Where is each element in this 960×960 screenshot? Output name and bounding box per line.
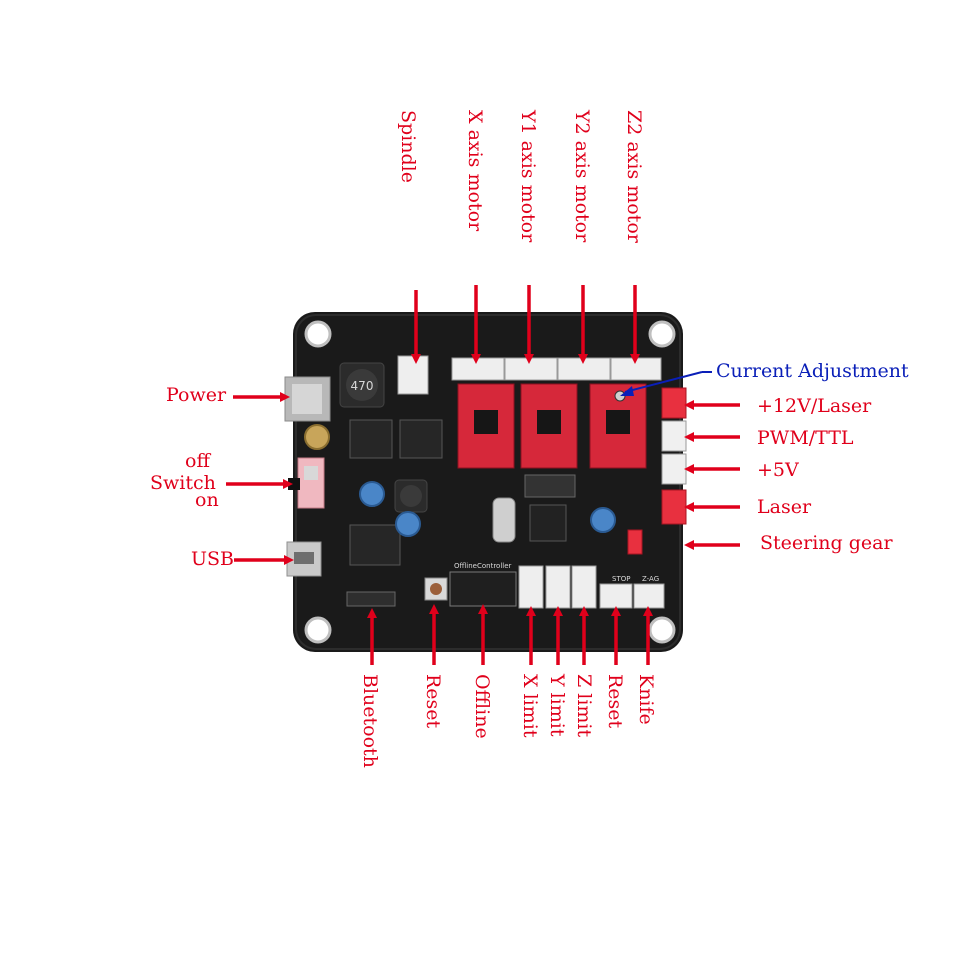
mcu-chip bbox=[529, 504, 567, 542]
label-12v-laser: +12V/Laser bbox=[757, 395, 872, 417]
capacitor-3 bbox=[395, 511, 421, 537]
inductor-2 bbox=[394, 479, 428, 513]
usb-port bbox=[286, 541, 322, 577]
stepper-drivers bbox=[457, 383, 647, 469]
label-laser: Laser bbox=[757, 496, 812, 518]
label-knife: Knife bbox=[635, 674, 657, 725]
label-on: on bbox=[195, 489, 219, 511]
mount-hole-tr bbox=[648, 320, 676, 348]
label-usb: USB bbox=[191, 548, 234, 570]
label-current-adjustment: Current Adjustment bbox=[716, 360, 909, 382]
label-x-limit: X limit bbox=[519, 674, 541, 738]
label-power: Power bbox=[166, 384, 227, 406]
label-spindle: Spindle bbox=[397, 110, 419, 183]
bluetooth-header bbox=[346, 591, 396, 607]
right-connectors bbox=[627, 387, 687, 555]
current-adjustment-pointer bbox=[624, 371, 712, 393]
current-adjustment-arrowhead bbox=[620, 386, 634, 396]
label-switch: Switch bbox=[150, 472, 216, 494]
power-jack bbox=[284, 376, 331, 422]
label-y1-axis-motor: Y1 axis motor bbox=[517, 110, 539, 243]
label-reset-2: Reset bbox=[604, 674, 626, 729]
capacitor-2 bbox=[359, 481, 385, 507]
capacitor-4 bbox=[590, 507, 616, 533]
offline-header-text: OfflineController bbox=[454, 562, 512, 570]
power-switch bbox=[288, 457, 325, 509]
arrowheads bbox=[280, 354, 694, 618]
label-steering-gear: Steering gear bbox=[760, 532, 893, 554]
label-off: off bbox=[185, 450, 210, 472]
capacitor-1 bbox=[304, 424, 330, 450]
mount-hole-bl bbox=[304, 616, 332, 644]
mount-hole-tl bbox=[304, 320, 332, 348]
z-ag-text: Z-AG bbox=[642, 575, 659, 583]
offline-header bbox=[449, 571, 517, 607]
mount-hole-br bbox=[648, 616, 676, 644]
label-z2-axis-motor: Z2 axis motor bbox=[623, 110, 645, 243]
label-5v: +5V bbox=[757, 459, 799, 481]
label-y-limit: Y limit bbox=[546, 674, 568, 737]
label-offline: Offline bbox=[471, 674, 493, 739]
label-y2-axis-motor: Y2 axis motor bbox=[571, 110, 593, 243]
label-bluetooth: Bluetooth bbox=[359, 674, 381, 768]
stop-text: STOP bbox=[612, 575, 630, 583]
crystal bbox=[492, 497, 516, 543]
regulator-chip-1 bbox=[349, 419, 393, 459]
reset-button-part bbox=[424, 577, 448, 601]
pointer-lines bbox=[226, 285, 740, 665]
header-pins bbox=[524, 474, 576, 498]
label-reset: Reset bbox=[422, 674, 444, 729]
label-pwm-ttl: PWM/TTL bbox=[757, 427, 854, 449]
usb-chip bbox=[349, 524, 401, 566]
spindle-connector bbox=[397, 355, 429, 395]
regulator-chip-2 bbox=[399, 419, 443, 459]
inductor-470: 470 bbox=[339, 362, 385, 408]
label-z-limit: Z limit bbox=[573, 674, 595, 738]
motor-connectors bbox=[451, 357, 662, 381]
label-x-axis-motor: X axis motor bbox=[464, 110, 486, 232]
inductor-470-text: 470 bbox=[351, 379, 374, 393]
